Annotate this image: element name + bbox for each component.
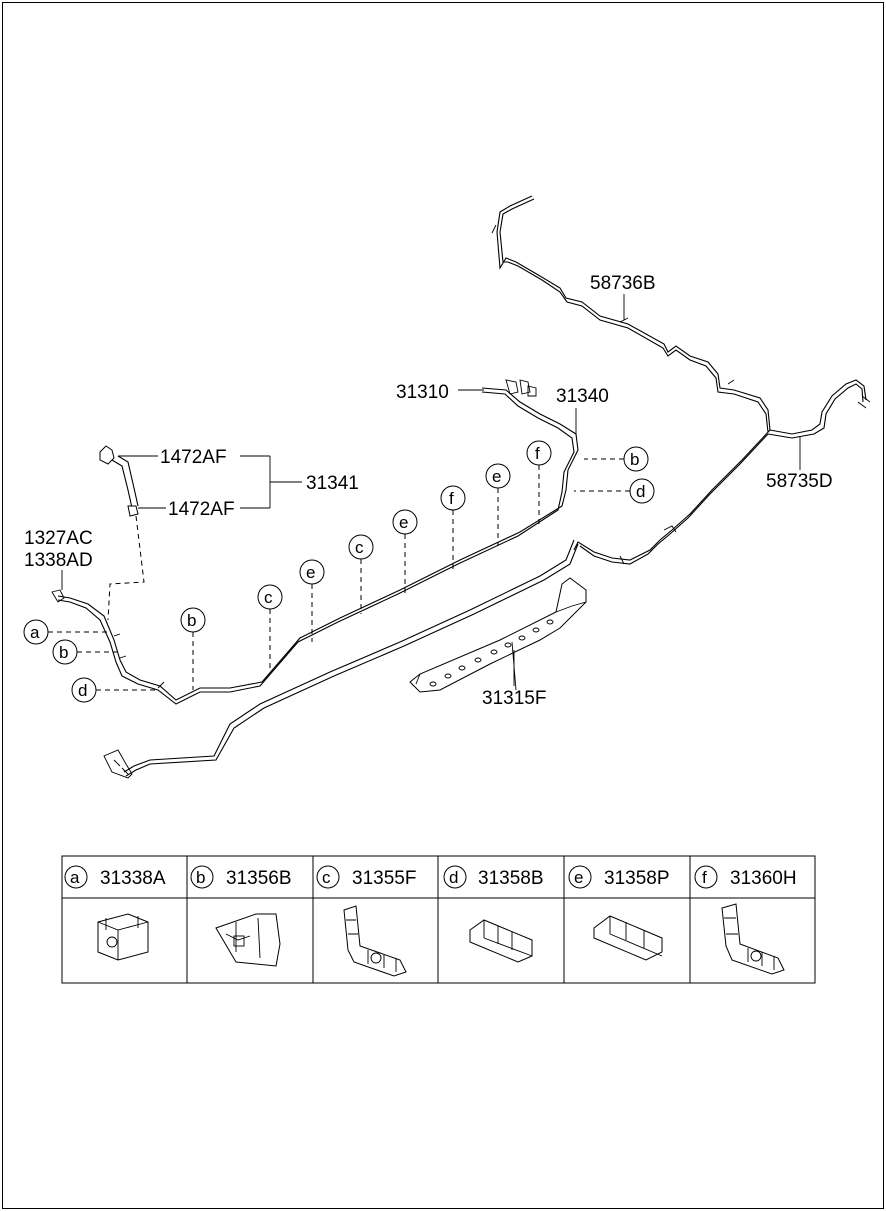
- hose-31341: [99, 445, 145, 621]
- fuel-line-lower: [103, 539, 579, 779]
- table-cell-c: c 31355F: [316, 865, 416, 977]
- svg-text:e: e: [492, 467, 501, 486]
- svg-text:e: e: [306, 563, 315, 582]
- label-1472AF-bottom: 1472AF: [168, 499, 235, 520]
- table-code: 31355F: [352, 868, 416, 889]
- table-code: 31358P: [604, 868, 670, 889]
- protector-31315F: [409, 577, 587, 693]
- table-letter: f: [702, 868, 707, 887]
- leader-lines: [61, 294, 801, 686]
- svg-text:f: f: [449, 489, 454, 508]
- svg-text:b: b: [187, 611, 196, 630]
- label-58735D: 58735D: [766, 471, 833, 492]
- vapor-line-58736B: [491, 195, 771, 433]
- table-letter: c: [322, 868, 331, 887]
- table-cell-f: f 31360H: [694, 865, 797, 975]
- table-code: 31356B: [226, 868, 292, 889]
- table-letter: a: [70, 868, 80, 887]
- diagram-callouts: b d f e f e c e c b a b d: [23, 440, 655, 703]
- svg-text:b: b: [630, 450, 639, 469]
- table-letter: d: [449, 868, 458, 887]
- table-cell-e: e 31358P: [568, 865, 670, 961]
- label-31341: 31341: [306, 473, 359, 494]
- table-code: 31338A: [100, 868, 166, 889]
- table-letter: e: [574, 868, 583, 887]
- table-cell-a: a 31338A: [64, 865, 166, 961]
- svg-text:c: c: [355, 538, 364, 557]
- svg-text:e: e: [399, 513, 408, 532]
- svg-text:f: f: [535, 444, 540, 463]
- table-code: 31360H: [730, 868, 797, 889]
- clip-31356B-image: [215, 913, 281, 967]
- svg-text:b: b: [59, 643, 68, 662]
- table-cell-b: b 31356B: [190, 865, 292, 967]
- table-code: 31358B: [478, 868, 544, 889]
- clip-31358B-image: [469, 919, 533, 963]
- label-1338AD: 1338AD: [24, 550, 93, 571]
- label-1327AC: 1327AC: [24, 528, 93, 549]
- clip-31338A-image: [97, 913, 149, 961]
- table-cell-d: d 31358B: [443, 865, 544, 963]
- label-1472AF-top: 1472AF: [160, 447, 227, 468]
- svg-text:a: a: [30, 623, 40, 642]
- label-31315F: 31315F: [482, 688, 546, 709]
- parts-table: a 31338A b 31356B c 31355F: [61, 855, 816, 984]
- table-letter: b: [196, 868, 205, 887]
- label-58736B: 58736B: [590, 273, 656, 294]
- vapor-line-58735D: [573, 379, 871, 565]
- label-31340: 31340: [556, 386, 609, 407]
- svg-text:d: d: [78, 681, 87, 700]
- label-31310: 31310: [396, 382, 449, 403]
- clip-31358P-image: [593, 915, 663, 961]
- svg-text:d: d: [636, 482, 645, 501]
- svg-text:c: c: [264, 588, 273, 607]
- clip-31355F-image: [343, 905, 407, 977]
- clip-31360H-image: [721, 903, 785, 975]
